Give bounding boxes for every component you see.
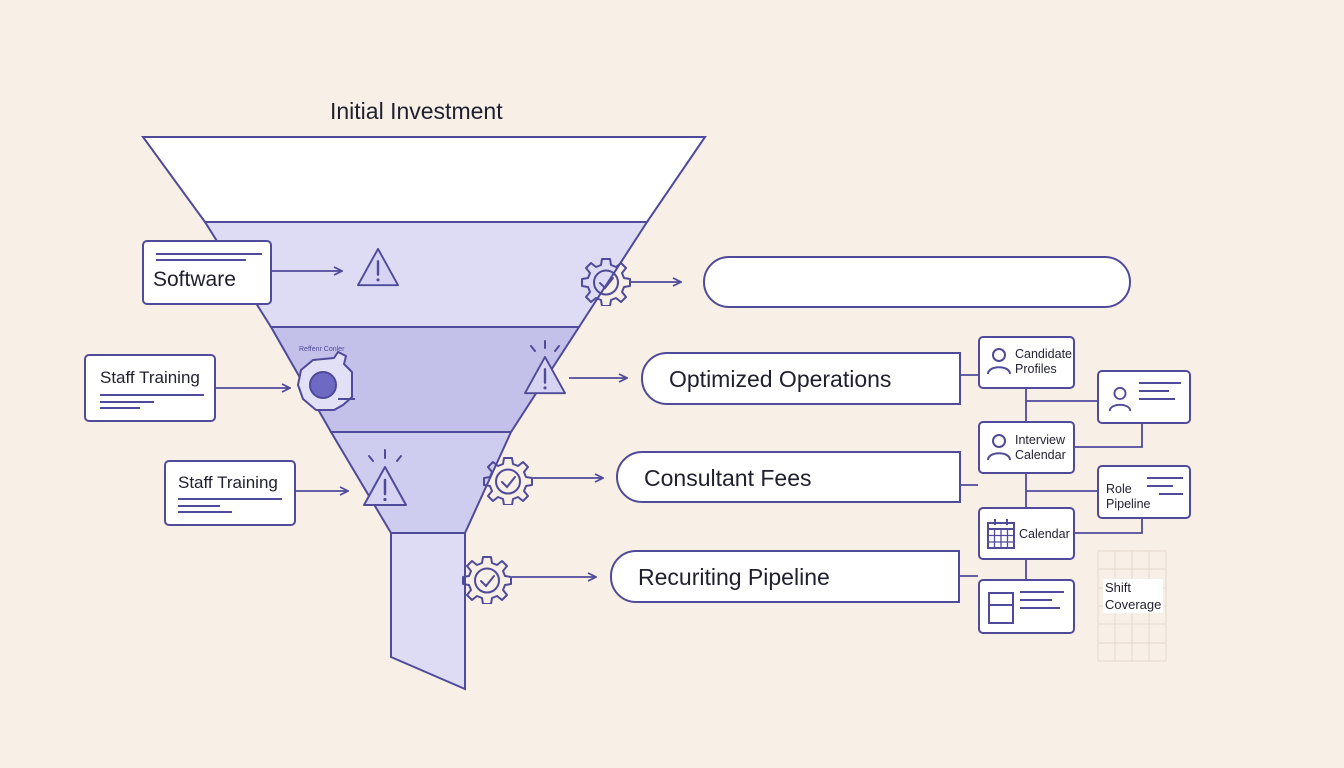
card-line bbox=[100, 407, 140, 409]
document-icon bbox=[988, 592, 1014, 624]
candidate-profiles-line1: Candidate bbox=[1015, 347, 1072, 361]
card-line bbox=[1020, 591, 1064, 593]
card-line bbox=[156, 253, 262, 255]
warning-rays bbox=[368, 449, 402, 462]
role-pipeline-line1: Role bbox=[1106, 482, 1132, 496]
interview-calendar-node: Interview Calendar bbox=[978, 421, 1075, 474]
candidate-profiles-node: Candidate Profiles bbox=[978, 336, 1075, 389]
card-line bbox=[100, 394, 204, 396]
card-line bbox=[1159, 493, 1183, 495]
calendar-node: Calendar bbox=[978, 507, 1075, 560]
gear-check-icon bbox=[462, 556, 512, 604]
staff-training-label: Staff Training bbox=[100, 368, 200, 387]
funnel-spout bbox=[390, 532, 466, 691]
role-pipeline-line2: Pipeline bbox=[1106, 497, 1151, 511]
card-line bbox=[1147, 477, 1183, 479]
outcome-recruiting-label: Recuriting Pipeline bbox=[638, 564, 830, 590]
outcome-recruiting-pipeline: Recuriting Pipeline bbox=[610, 550, 960, 603]
card-line bbox=[1139, 398, 1175, 400]
calendar-icon bbox=[987, 519, 1015, 549]
funnel-section-top bbox=[141, 136, 707, 223]
user-icon bbox=[1108, 386, 1132, 412]
outcome-optimized-label: Optimized Operations bbox=[669, 366, 892, 392]
card-line bbox=[156, 259, 246, 261]
card-line bbox=[1020, 607, 1060, 609]
card-line bbox=[1139, 382, 1181, 384]
interview-calendar-line1: Interview bbox=[1015, 433, 1066, 447]
staff-training-label-2: Staff Training bbox=[178, 473, 278, 492]
card-line bbox=[1147, 485, 1173, 487]
card-line bbox=[1139, 390, 1169, 392]
interview-calendar-line2: Calendar bbox=[1015, 448, 1066, 462]
stage-badge-label: Reffenr Conler bbox=[299, 346, 345, 353]
role-pipeline-node: Role Pipeline bbox=[1097, 465, 1191, 519]
user-icon bbox=[987, 348, 1011, 375]
outcome-consultant-fees: Consultant Fees bbox=[616, 451, 961, 503]
gear-check-icon bbox=[483, 457, 533, 505]
staff-training-card-2: Staff Training bbox=[164, 460, 296, 526]
candidate-profiles-line2: Profiles bbox=[1015, 362, 1057, 376]
card-line bbox=[1020, 599, 1052, 601]
calendar-label: Calendar bbox=[1019, 527, 1070, 541]
profile-card-node bbox=[1097, 370, 1191, 424]
card-line bbox=[178, 511, 232, 513]
shift-coverage-line1: Shift bbox=[1103, 579, 1164, 596]
staff-training-card: Staff Training bbox=[84, 354, 216, 422]
outcome-consultant-label: Consultant Fees bbox=[644, 465, 812, 491]
card-line bbox=[178, 498, 282, 500]
outcome-optimized-operations: Optimized Operations bbox=[641, 352, 961, 405]
shift-coverage-label: Shift Coverage bbox=[1103, 579, 1164, 613]
outcome-empty bbox=[703, 256, 1131, 308]
card-line bbox=[178, 505, 220, 507]
document-node bbox=[978, 579, 1075, 634]
shift-coverage-line2: Coverage bbox=[1103, 596, 1164, 613]
user-icon bbox=[987, 434, 1011, 461]
software-label: Software bbox=[153, 268, 236, 291]
warning-rays bbox=[530, 340, 560, 352]
card-line bbox=[100, 401, 154, 403]
software-card: Software bbox=[142, 240, 272, 305]
diagram-title: Initial Investment bbox=[330, 98, 503, 124]
gear-icon bbox=[297, 351, 355, 411]
